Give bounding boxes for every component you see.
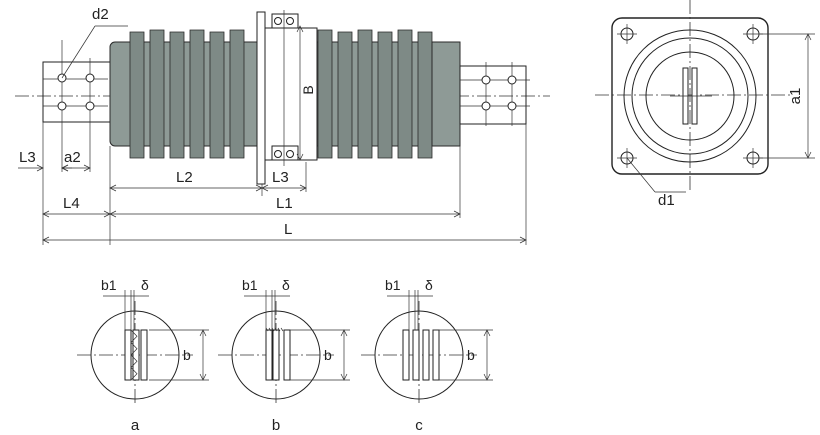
dim-label-L1: L1	[276, 195, 293, 212]
dim-L4: L4	[42, 195, 111, 218]
left-terminal-hole	[85, 73, 95, 83]
leader-d1: d1	[626, 157, 686, 209]
conductor-bar	[140, 329, 148, 381]
dim-label-b1: b1	[242, 277, 258, 293]
dim-label-delta: δ	[425, 277, 433, 293]
right-terminal-hole	[481, 75, 491, 85]
section-variant: b1 δ b a	[77, 277, 209, 434]
left-terminal	[42, 40, 111, 128]
right-terminal-hole	[507, 101, 517, 111]
section-variants: b1 δ b a b1 δ b b b1 δ b c	[77, 277, 493, 434]
dim-label-L: L	[284, 221, 292, 238]
conductor-bar	[283, 329, 291, 381]
dim-L2: L2	[109, 169, 263, 192]
dim-L: L	[42, 221, 527, 244]
conductor-bar	[422, 329, 430, 381]
conductor-bar	[132, 329, 140, 381]
section-variant: b1 δ b b	[218, 277, 350, 434]
conductor-bar	[272, 329, 280, 381]
dim-label-L2: L2	[176, 169, 193, 186]
section-caption: b	[272, 417, 280, 434]
conductor-bar	[432, 329, 440, 381]
dim-label-b: b	[183, 347, 191, 363]
end-view: a1 d1	[595, 0, 815, 209]
dim-arrow	[199, 329, 207, 337]
conductor-bar	[124, 329, 132, 381]
conductor-bar	[402, 329, 410, 381]
dim-L3-left: L3	[18, 128, 72, 172]
dim-label-delta: δ	[141, 277, 149, 293]
dim-a2: a2	[61, 128, 91, 172]
dim-arrow	[340, 373, 348, 381]
conductor-bar	[412, 329, 420, 381]
section-variant: b1 δ b c	[361, 277, 493, 434]
dim-label-b: b	[324, 347, 332, 363]
dim-arrow	[483, 373, 491, 381]
dim-label-b1: b1	[385, 277, 401, 293]
dim-label-L4: L4	[63, 195, 80, 212]
leader-d2: d2	[61, 6, 128, 79]
section-caption: a	[131, 417, 140, 434]
spacer-zigzag	[130, 329, 138, 381]
dim-label-L3-center: L3	[272, 169, 289, 186]
left-terminal-hole	[85, 101, 95, 111]
dim-arrow	[199, 373, 207, 381]
dim-label-a2: a2	[64, 149, 81, 166]
flange-hole	[274, 150, 282, 158]
dim-label-d1: d1	[658, 192, 675, 209]
dim-L1: L1	[109, 195, 461, 218]
side-view: B d2	[15, 6, 550, 245]
dim-arrow	[340, 329, 348, 337]
dim-label-b: b	[467, 347, 475, 363]
conductor-bar	[265, 329, 273, 381]
mounting-flange: B	[256, 10, 318, 185]
dim-label-delta: δ	[282, 277, 290, 293]
insulator-body	[109, 29, 461, 159]
dim-label-d2: d2	[92, 6, 109, 23]
dim-label-a1: a1	[787, 88, 804, 105]
dim-label-B: B	[300, 85, 316, 94]
flange-hole	[286, 150, 294, 158]
spacer-hatch	[265, 327, 284, 332]
dim-label-L3-left: L3	[19, 149, 36, 166]
dim-a1: a1	[760, 33, 815, 159]
right-terminal-hole	[481, 101, 491, 111]
flange-hole	[274, 17, 282, 25]
dim-label-b1: b1	[101, 277, 117, 293]
right-terminal	[459, 62, 530, 126]
flange-hole	[286, 17, 294, 25]
dim-arrow	[483, 329, 491, 337]
right-terminal-hole	[507, 75, 517, 85]
dim-L3-center: L3	[261, 169, 307, 192]
left-terminal-hole	[57, 101, 67, 111]
section-caption: c	[415, 417, 423, 434]
